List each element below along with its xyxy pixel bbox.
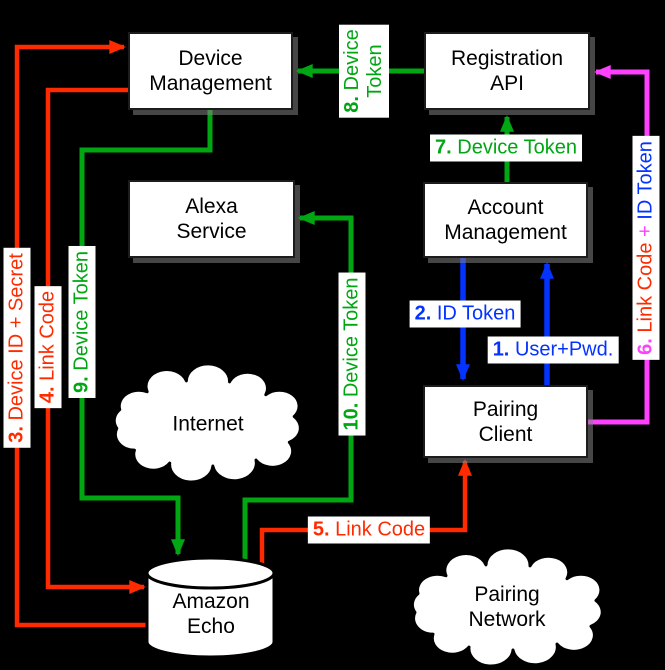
arrow-label-7-device-token: 7. Device Token [430, 134, 582, 162]
arrow-label-3-device-id-secret: 3. Device ID + Secret [3, 248, 31, 448]
arrow-text-link-code: Link Code [634, 242, 657, 333]
arrow-label-1-user-pwd: 1. User+Pwd. [487, 336, 619, 364]
arrow-number: 4. [36, 386, 59, 404]
node-label: Internet [172, 412, 244, 436]
arrow-label-5-link-code: 5. Link Code [307, 516, 431, 544]
node-pairing-network: Pairing Network [468, 582, 545, 632]
arrow-text: Link Code [36, 290, 59, 381]
arrow-label-4-link-code: 4. Link Code [34, 285, 62, 409]
arrow-text-plus: + [634, 225, 657, 237]
arrow-text-line: 8. Device [341, 29, 364, 112]
node-label: Registration [450, 47, 564, 70]
arrow-text: Device Token [70, 251, 93, 371]
arrow-text: Device ID + Secret [5, 253, 28, 421]
node-label: Amazon [172, 590, 250, 613]
node-pairing-client: Pairing Client [423, 385, 588, 458]
arrow-text-id-token: ID Token [634, 141, 657, 220]
arrow-number: 9. [70, 376, 93, 393]
arrow-text: Device Token [340, 277, 363, 398]
node-label: Client [478, 422, 533, 446]
arrow-text: Device Token [457, 136, 577, 159]
arrow-label-8-device-token: 8. Device Token [339, 24, 389, 118]
arrow-number: 3. [5, 426, 28, 443]
arrow-number: 7. [435, 136, 452, 159]
arrow-number: 6. [634, 338, 657, 355]
node-label: Pairing [474, 583, 540, 606]
arrow-5-link-code [259, 458, 472, 564]
arrow-number: 5. [312, 518, 330, 541]
node-label: Echo [187, 615, 235, 638]
arrow-number: 8. [341, 96, 363, 113]
arrow-text: ID Token [436, 302, 516, 325]
node-label: API [490, 72, 524, 95]
arrow-text: Link Code [335, 518, 426, 541]
node-amazon-echo: Amazon Echo [172, 589, 249, 639]
arrow-4-link-code [45, 87, 147, 594]
arrow-text-line: Token [364, 29, 387, 112]
arrow-number: 1. [492, 338, 510, 361]
arrow-text: User+Pwd. [514, 338, 614, 361]
arrow-10-device-token [242, 211, 354, 560]
internet-cloud-shape [112, 362, 302, 484]
node-label: Account [467, 196, 544, 219]
node-account-management: Account Management [423, 182, 588, 258]
node-label: Management [149, 72, 272, 95]
arrow-label-2-id-token: 2. ID Token [409, 300, 521, 328]
node-label: Management [444, 221, 567, 244]
arrow-label-9-device-token: 9. Device Token [68, 246, 96, 398]
pairing-network-cloud-shape [410, 546, 604, 668]
arrow-label-10-device-token: 10. Device Token [338, 272, 366, 436]
node-label: Service [176, 220, 247, 243]
arrow-text: Device [341, 29, 363, 91]
arrow-number: 2. [414, 302, 432, 325]
arrow-label-6-link-code-id-token: 6. Link Code + ID Token [632, 136, 660, 360]
arrow-text: Token [364, 44, 386, 98]
node-internet: Internet [172, 412, 243, 437]
node-label: Network [468, 608, 546, 631]
node-device-management: Device Management [128, 32, 293, 110]
node-registration-api: Registration API [424, 32, 590, 110]
node-label: Pairing [472, 397, 539, 421]
amazon-echo-cylinder-shape [145, 556, 276, 659]
arrow-number: 10. [340, 402, 363, 431]
arrow-9-device-token [79, 110, 213, 557]
node-alexa-service: Alexa Service [128, 180, 295, 258]
node-label: Alexa [185, 195, 238, 218]
node-label: Device [178, 47, 243, 70]
